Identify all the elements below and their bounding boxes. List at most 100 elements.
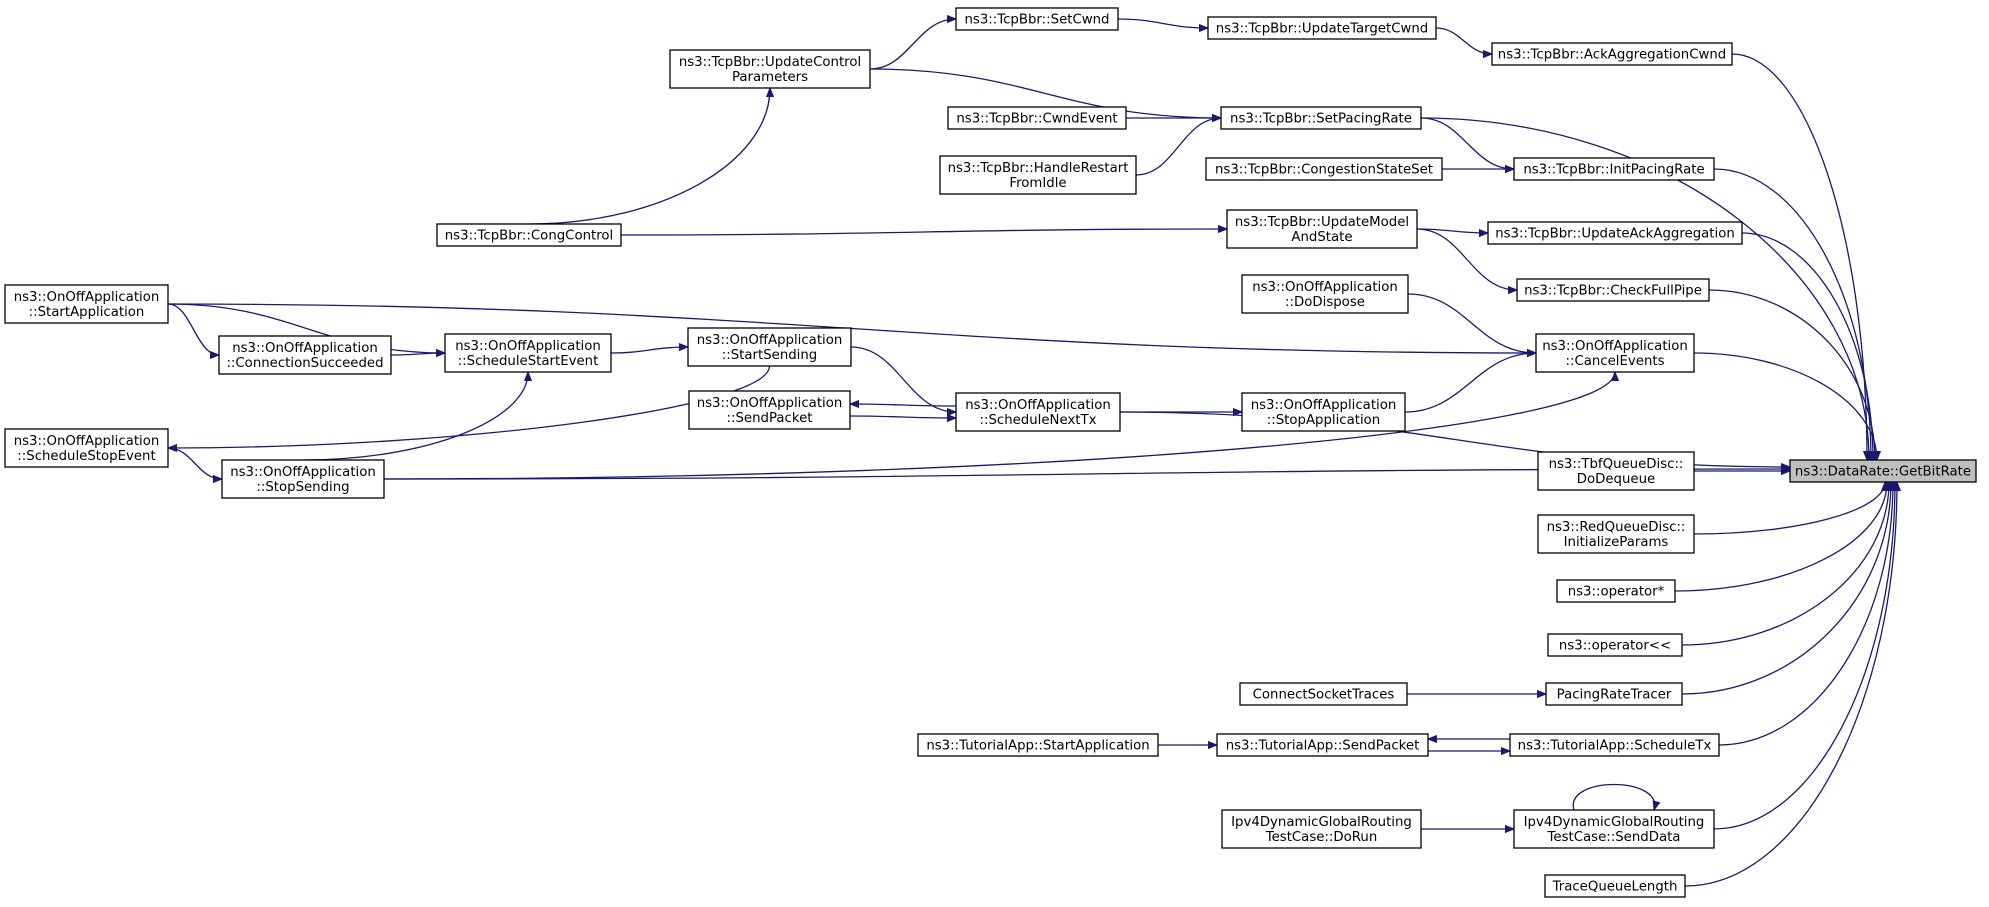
node-label: PacingRateTracer: [1557, 688, 1672, 703]
edge-onoff-schedulestopevent-to-onoff-stopsending: [167, 447, 223, 479]
node-onoff-startsending[interactable]: ns3::OnOffApplication::StartSending: [687, 327, 852, 367]
node-label: ns3::TcpBbr::UpdateTargetCwnd: [1216, 22, 1428, 37]
node-tbf-dodequeue[interactable]: ns3::TbfQueueDisc::DoDequeue: [1537, 451, 1695, 491]
node-label: ::StartApplication: [29, 305, 145, 320]
edge-onoff-schedulestartevent-to-onoff-startsending: [610, 347, 688, 354]
node-label: ::DoDispose: [1285, 295, 1365, 310]
edge-tracequeuelength-to-getbitrate: [1684, 482, 1897, 887]
node-initpacingrate[interactable]: ns3::TcpBbr::InitPacingRate: [1513, 157, 1715, 181]
node-label: ns3::TcpBbr::AckAggregationCwnd: [1498, 48, 1726, 63]
node-box: [688, 390, 851, 430]
node-box: [955, 7, 1119, 31]
node-setcwnd[interactable]: ns3::TcpBbr::SetCwnd: [955, 7, 1119, 31]
node-updatetargetcwnd[interactable]: ns3::TcpBbr::UpdateTargetCwnd: [1207, 16, 1437, 40]
node-label: ::ScheduleStartEvent: [458, 354, 599, 369]
node-operator-mul[interactable]: ns3::operator*: [1556, 579, 1676, 603]
node-label: ::CancelEvents: [1565, 354, 1664, 369]
node-onoff-schedulenexttx[interactable]: ns3::OnOffApplication::ScheduleNextTx: [955, 392, 1121, 432]
edge-onoff-stopsending-to-onoff-schedulestartevent: [302, 372, 528, 461]
node-box: [1789, 459, 1977, 483]
node-tutorial-startapplication[interactable]: ns3::TutorialApp::StartApplication: [917, 733, 1159, 757]
node-onoff-connectionsucceeded[interactable]: ns3::OnOffApplication::ConnectionSucceed…: [218, 335, 392, 375]
node-checkfullpipe[interactable]: ns3::TcpBbr::CheckFullPipe: [1516, 278, 1710, 302]
edge-tutorial-scheduletx-to-getbitrate: [1718, 482, 1893, 746]
node-box: [687, 327, 852, 367]
node-box: [1516, 278, 1710, 302]
edge-updatemodelandstate-to-checkfullpipe: [1416, 228, 1517, 290]
node-tutorial-scheduletx[interactable]: ns3::TutorialApp::ScheduleTx: [1509, 733, 1720, 757]
node-label: TestCase::DoRun: [1265, 830, 1378, 845]
edge-updatecontrolparams-to-setcwnd: [869, 19, 956, 70]
node-ipv4-senddata[interactable]: Ipv4DynamicGlobalRoutingTestCase::SendDa…: [1513, 809, 1715, 849]
node-pacingratetracer[interactable]: PacingRateTracer: [1545, 682, 1683, 706]
edge-setpacingrate-to-initpacingrate: [1420, 117, 1514, 169]
node-label: FromIdle: [1009, 176, 1066, 191]
node-onoff-schedulestopevent[interactable]: ns3::OnOffApplication::ScheduleStopEvent: [4, 428, 169, 468]
node-box: [917, 733, 1159, 757]
node-box: [1207, 16, 1437, 40]
node-label: AndState: [1291, 230, 1352, 245]
edge-updatecontrolparams-to-setpacingrate: [869, 68, 1221, 118]
node-onoff-sendpacket[interactable]: ns3::OnOffApplication::SendPacket: [688, 390, 851, 430]
node-connectsockettraces[interactable]: ConnectSocketTraces: [1239, 682, 1408, 706]
node-label: ns3::TcpBbr::CwndEvent: [956, 112, 1117, 127]
node-onoff-cancelevents[interactable]: ns3::OnOffApplication::CancelEvents: [1535, 333, 1695, 373]
edge-congcontrol-to-updatecontrolparams: [528, 88, 770, 225]
node-operator-shl[interactable]: ns3::operator<<: [1547, 633, 1683, 657]
edge-onoff-stopapplication-to-onoff-cancelevents: [1404, 353, 1536, 413]
node-box: [1547, 633, 1683, 657]
edge-handlerestart-to-setpacingrate: [1135, 118, 1221, 176]
edge-onoff-stopsending-to-onoff-cancelevents: [383, 372, 1615, 480]
node-label: Ipv4DynamicGlobalRouting: [1524, 815, 1705, 830]
node-box: [939, 155, 1137, 195]
edge-pacingratetracer-to-getbitrate: [1681, 482, 1891, 695]
node-label: Ipv4DynamicGlobalRouting: [1231, 815, 1412, 830]
node-label: ns3::OnOffApplication: [965, 398, 1111, 413]
node-label: ConnectSocketTraces: [1253, 688, 1395, 703]
edge-red-initializeparams-to-getbitrate: [1693, 481, 1885, 535]
node-red-initializeparams[interactable]: ns3::RedQueueDisc::InitializeParams: [1537, 514, 1695, 554]
node-box: [444, 333, 612, 373]
node-box: [1487, 221, 1743, 245]
edge-operator-shl-to-getbitrate: [1681, 482, 1889, 646]
edge-onoff-sendpacket-to-onoff-schedulenexttx: [849, 416, 956, 418]
node-label: ns3::OnOffApplication: [230, 465, 376, 480]
edge-onoff-startsending-to-onoff-schedulestopevent: [168, 365, 771, 448]
node-label: ns3::TcpBbr::SetPacingRate: [1230, 112, 1412, 127]
node-label: TraceQueueLength: [1552, 880, 1678, 895]
node-setpacingrate[interactable]: ns3::TcpBbr::SetPacingRate: [1220, 106, 1422, 130]
node-onoff-schedulestartevent[interactable]: ns3::OnOffApplication::ScheduleStartEven…: [444, 333, 612, 373]
node-onoff-dodispose[interactable]: ns3::OnOffApplication::DoDispose: [1241, 274, 1409, 314]
node-label: ns3::TcpBbr::InitPacingRate: [1523, 163, 1704, 178]
node-label: ns3::TcpBbr::CongestionStateSet: [1215, 163, 1433, 178]
node-getbitrate: ns3::DataRate::GetBitRate: [1789, 459, 1977, 483]
node-cwndevent[interactable]: ns3::TcpBbr::CwndEvent: [947, 106, 1127, 130]
node-onoff-stopapplication[interactable]: ns3::OnOffApplication::StopApplication: [1241, 392, 1406, 432]
node-updateackaggregation[interactable]: ns3::TcpBbr::UpdateAckAggregation: [1487, 221, 1743, 245]
node-label: ns3::operator*: [1568, 585, 1665, 600]
edge-ipv4-senddata-to-getbitrate: [1713, 482, 1895, 830]
node-label: ns3::TutorialApp::ScheduleTx: [1518, 739, 1712, 754]
node-ackaggregationcwnd[interactable]: ns3::TcpBbr::AckAggregationCwnd: [1491, 42, 1733, 66]
node-box: [218, 335, 392, 375]
node-label: ns3::OnOffApplication: [1252, 280, 1398, 295]
edge-onoff-connectionsucceeded-to-onoff-schedulestartevent: [390, 353, 445, 355]
edge-onoff-startapplication-to-onoff-schedulestartevent: [167, 303, 445, 353]
node-label: ns3::TcpBbr::SetCwnd: [964, 13, 1109, 28]
node-tutorial-sendpacket[interactable]: ns3::TutorialApp::SendPacket: [1216, 733, 1429, 757]
node-congcontrol[interactable]: ns3::TcpBbr::CongControl: [436, 223, 622, 247]
node-onoff-stopsending[interactable]: ns3::OnOffApplication::StopSending: [221, 459, 385, 499]
node-congestionstateset[interactable]: ns3::TcpBbr::CongestionStateSet: [1205, 157, 1443, 181]
node-box: [436, 223, 622, 247]
node-onoff-startapplication[interactable]: ns3::OnOffApplication::StartApplication: [4, 284, 169, 324]
node-tracequeuelength[interactable]: TraceQueueLength: [1544, 874, 1686, 898]
node-label: Parameters: [732, 70, 808, 85]
node-label: ns3::OnOffApplication: [1542, 339, 1688, 354]
node-label: ::ConnectionSucceeded: [226, 356, 383, 371]
node-label: ns3::TcpBbr::CheckFullPipe: [1524, 284, 1702, 299]
node-label: ns3::TcpBbr::CongControl: [445, 229, 614, 244]
